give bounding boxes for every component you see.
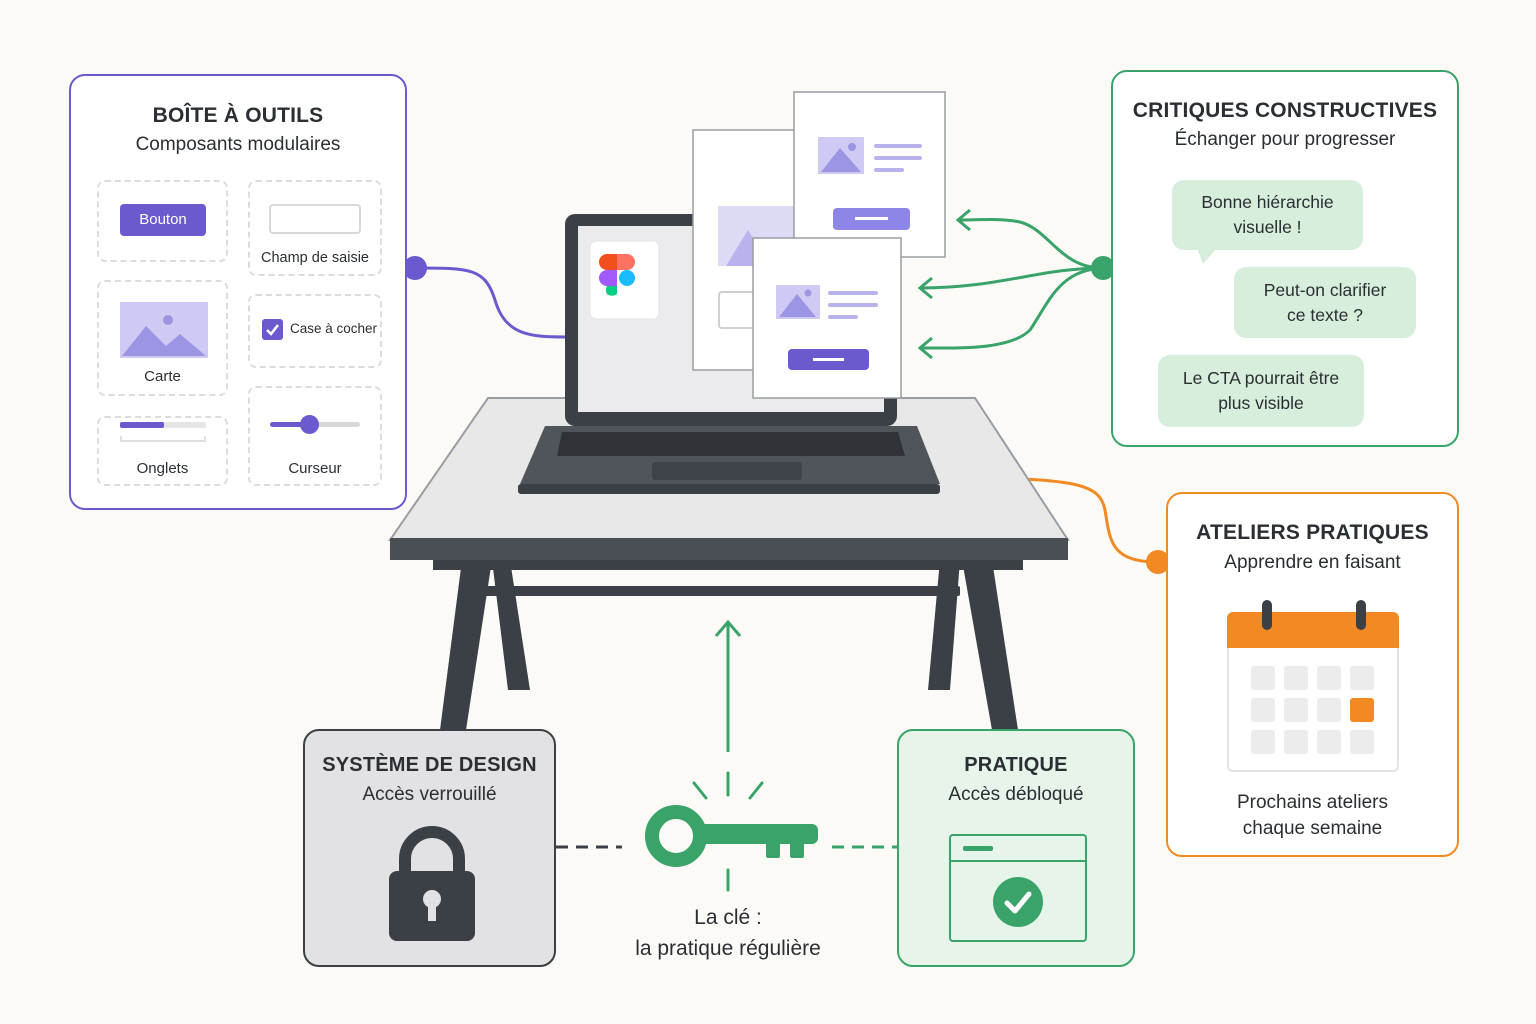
critiques-title: CRITIQUES CONSTRUCTIVES [1132,99,1438,122]
workshops-panel: ATELIERS PRATIQUES Apprendre en faisant … [1166,492,1459,857]
toolbox-connector-dot [403,256,427,280]
component-checkbox-cell[interactable]: Case à cocher [248,294,382,368]
component-slider-cell[interactable]: Curseur [248,386,382,486]
practice-subtitle: Accès débloqué [948,784,1084,805]
toolbox-subtitle: Composants modulaires [135,134,341,155]
mockup-top [793,91,946,258]
design-system-subtitle: Accès verrouillé [362,784,497,805]
design-system-title: SYSTÈME DE DESIGN [322,754,537,776]
practice-title: PRATIQUE [964,754,1068,776]
check-circle-icon [993,877,1043,927]
critiques-panel: CRITIQUES CONSTRUCTIVES Échanger pour pr… [1111,70,1459,447]
design-system-panel: SYSTÈME DE DESIGN Accès verrouillé [303,729,556,967]
slider-thumb[interactable] [300,415,319,434]
component-card-cell[interactable]: Carte [97,280,228,396]
calendar-header [1227,612,1399,648]
tabs-active-indicator[interactable] [120,422,164,428]
card-label: Carte [144,368,181,385]
workshops-title: ATELIERS PRATIQUES [1196,521,1429,544]
workshop-connector-dot [1146,550,1170,574]
component-tabs-cell[interactable]: Onglets [97,416,228,486]
figma-logo-icon [589,240,660,320]
critique-connector-dot [1091,256,1115,280]
calendar-ring [1262,600,1272,630]
component-input-cell[interactable]: Champ de saisie [248,180,382,276]
calendar-ring [1356,600,1366,630]
sample-input[interactable] [269,204,361,234]
comment-bubble: Peut-on clarifier ce texte ? [1234,267,1416,338]
workshop-connector [957,476,1159,564]
image-placeholder-icon [120,302,208,358]
tabs-label: Onglets [136,460,189,477]
window-titlebar [951,836,1085,862]
calendar-highlighted-day [1350,698,1374,722]
slider-label: Curseur [288,460,342,477]
table-edge [390,538,1068,560]
critiques-subtitle: Échanger pour progresser [1174,129,1396,150]
practice-panel: PRATIQUE Accès débloqué [897,729,1135,967]
tabs-underline [120,436,206,442]
table-legs [433,558,1023,730]
critique-connectors [917,208,1104,360]
key-icon [645,771,818,892]
input-label: Champ de saisie [261,250,369,266]
checkbox-label: Case à cocher [290,321,378,336]
comment-bubble: Le CTA pourrait être plus visible [1158,355,1364,427]
workshops-subtitle: Apprendre en faisant [1224,552,1401,573]
mockup-front [752,237,902,399]
up-arrow [714,619,742,752]
lock-icon [389,826,475,941]
sample-button[interactable]: Bouton [120,204,206,236]
checkbox-checked-icon[interactable] [262,319,283,340]
unlocked-window-icon [949,834,1087,942]
workshops-note: Prochains ateliers chaque semaine [1236,792,1389,839]
toolbox-connector [414,266,566,339]
component-button-cell[interactable]: Bouton [97,180,228,262]
toolbox-title: BOÎTE À OUTILS [152,104,324,127]
key-caption: La clé : la pratique régulière [635,906,821,960]
toolbox-panel: BOÎTE À OUTILS Composants modulaires Bou… [69,74,407,510]
comment-bubble: Bonne hiérarchie visuelle ! [1172,180,1363,250]
slider-fill [270,422,310,427]
comment-bubble-tail [1197,248,1217,264]
window-title-line [963,846,993,851]
calendar-icon [1227,600,1399,772]
